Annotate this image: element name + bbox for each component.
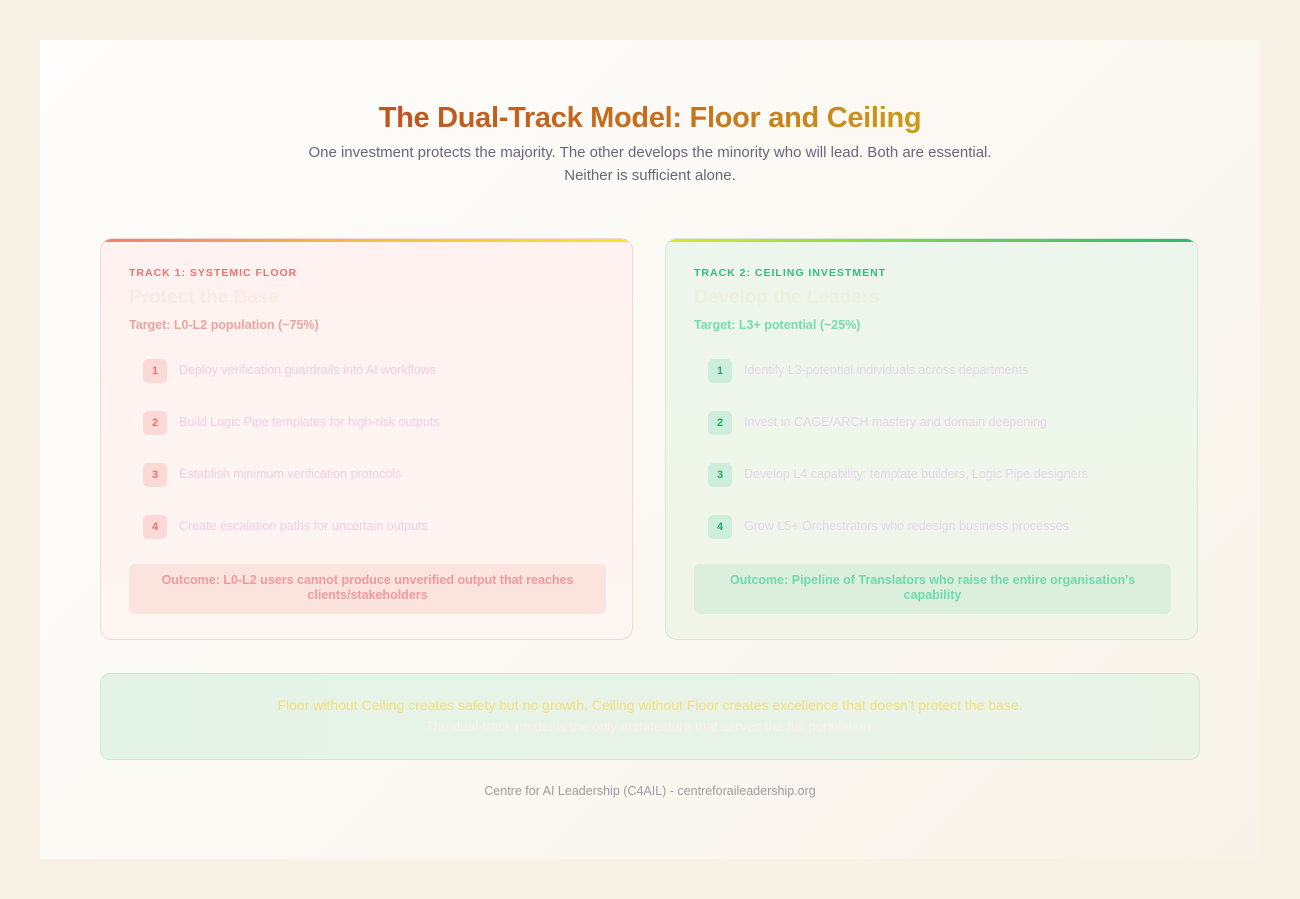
step-number-badge: 3 (708, 463, 732, 487)
summary-line-2: The dual-track model is the only archite… (425, 719, 875, 734)
summary-box: Floor without Ceiling creates safety but… (100, 673, 1200, 760)
subtitle-line-1: One investment protects the majority. Th… (308, 144, 992, 161)
step-text: Identify L3-potential individuals across… (744, 363, 1029, 377)
step-number-badge: 4 (143, 515, 167, 539)
track-target: Target: L0-L2 population (~75%) (129, 318, 319, 332)
list-item: 4 Create escalation paths for uncertain … (143, 515, 612, 567)
step-text: Create escalation paths for uncertain ou… (179, 519, 428, 533)
page-subtitle: One investment protects the majority. Th… (270, 141, 1030, 187)
step-text: Build Logic Pipe templates for high-risk… (179, 415, 440, 429)
list-item: 2 Build Logic Pipe templates for high-ri… (143, 411, 612, 463)
subtitle-line-2: Neither is sufficient alone. (564, 167, 736, 184)
track-accent-bar (666, 239, 1197, 242)
step-text: Establish minimum verification protocols (179, 467, 402, 481)
page-title: The Dual-Track Model: Floor and Ceiling (378, 102, 922, 134)
track-card-ceiling: TRACK 2: CEILING INVESTMENT Develop the … (665, 238, 1198, 640)
step-number-badge: 1 (708, 359, 732, 383)
step-number-badge: 4 (708, 515, 732, 539)
list-item: 4 Grow L5+ Orchestrators who redesign bu… (708, 515, 1177, 567)
list-item: 3 Establish minimum verification protoco… (143, 463, 612, 515)
step-text: Invest in CAGE/ARCH mastery and domain d… (744, 415, 1047, 429)
step-number-badge: 1 (143, 359, 167, 383)
track-label: TRACK 2: CEILING INVESTMENT (694, 267, 887, 279)
list-item: 3 Develop L4 capability: template builde… (708, 463, 1177, 515)
step-list: 1 Identify L3-potential individuals acro… (708, 359, 1177, 567)
summary-line-1: Floor without Ceiling creates safety but… (277, 697, 1023, 713)
track-label: TRACK 1: SYSTEMIC FLOOR (129, 267, 298, 279)
track-card-floor: TRACK 1: SYSTEMIC FLOOR Protect the Base… (100, 238, 633, 640)
track-name: Protect the Base (129, 287, 279, 308)
list-item: 2 Invest in CAGE/ARCH mastery and domain… (708, 411, 1177, 463)
step-number-badge: 2 (708, 411, 732, 435)
track-name: Develop the Leaders (694, 287, 880, 308)
step-number-badge: 3 (143, 463, 167, 487)
track-outcome: Outcome: L0-L2 users cannot produce unve… (129, 564, 606, 614)
track-target: Target: L3+ potential (~25%) (694, 318, 861, 332)
footer-credit: Centre for AI Leadership (C4AIL) - centr… (484, 784, 816, 798)
step-number-badge: 2 (143, 411, 167, 435)
track-accent-bar (101, 239, 632, 242)
track-outcome: Outcome: Pipeline of Translators who rai… (694, 564, 1171, 614)
step-text: Develop L4 capability: template builders… (744, 467, 1088, 481)
list-item: 1 Identify L3-potential individuals acro… (708, 359, 1177, 411)
step-text: Grow L5+ Orchestrators who redesign busi… (744, 519, 1069, 533)
step-text: Deploy verification guardrails into AI w… (179, 363, 437, 377)
list-item: 1 Deploy verification guardrails into AI… (143, 359, 612, 411)
step-list: 1 Deploy verification guardrails into AI… (143, 359, 612, 567)
diagram-panel: The Dual-Track Model: Floor and Ceiling … (40, 40, 1260, 859)
